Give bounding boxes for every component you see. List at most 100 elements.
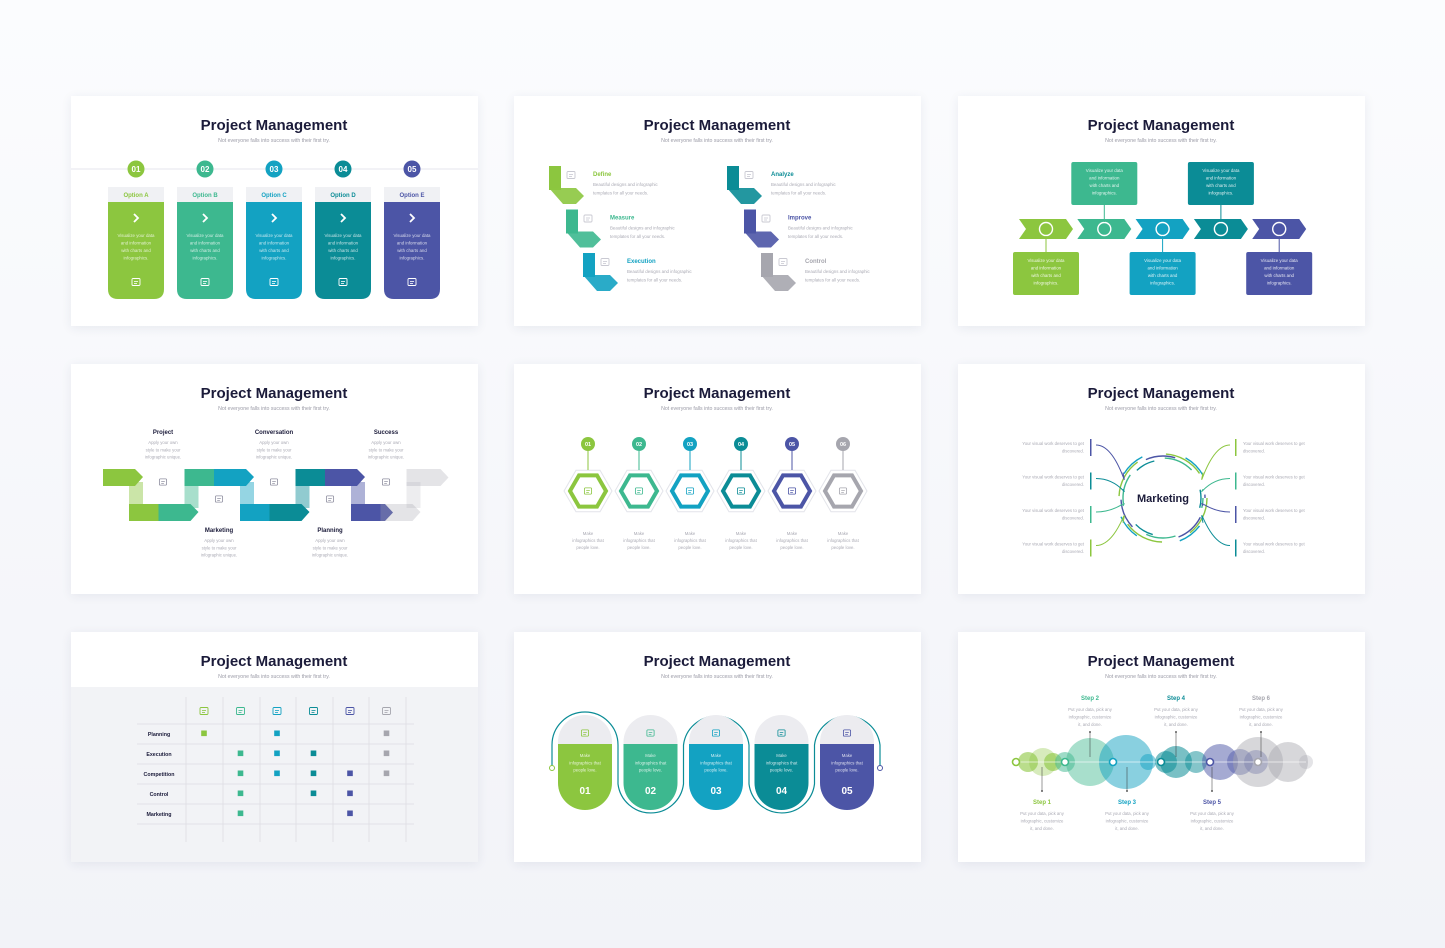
description-line: with charts and [1206,183,1236,188]
connector [1201,444,1231,480]
description-line: Beautiful designs and infographic [788,226,853,231]
description-line: with charts and [259,248,289,253]
matrix-mark [310,750,317,757]
description-line: Visualize your data [1261,258,1299,263]
document-icon [787,487,797,495]
step-label: Execution [627,259,656,265]
description-line: Make [787,531,798,536]
description-line: infographic, customize [1106,819,1149,824]
description-line: Apply your own [371,440,401,445]
description-line: Put your data, pick any [1239,707,1284,712]
snake-arrow-segment [325,469,393,521]
chevron-right-icon [340,213,347,223]
stage-title: Project [153,430,173,436]
clipboard-icon [761,214,771,223]
description-line: infographics. [124,256,149,261]
matrix-mark [383,750,390,757]
step-bar [549,166,561,190]
info-box [1129,252,1196,295]
step-number: 03 [687,442,693,448]
description-line: and information [259,241,290,246]
slide-title: Project Management [201,653,348,670]
step-number: 03 [710,786,722,797]
description-line: it, and done. [1249,722,1273,727]
description-line: with charts and [1148,273,1178,278]
description-line: infographics that [569,760,601,765]
step-number-badge [265,160,283,178]
description-line: people love. [835,768,858,773]
description-line: Make [580,753,591,758]
step-number: 01 [579,786,591,797]
description-line: Visualize your data [255,233,293,238]
mindmap-node-left: Your visual work deserves to getdiscover… [1022,503,1125,523]
step-bar [744,209,756,234]
description-line: discovered. [1062,482,1084,487]
connector [1095,515,1125,546]
clipboard-icon [338,278,348,286]
hexagon-ring [567,473,609,509]
description-line: Put your data, pick any [1190,811,1235,816]
info-box [1187,162,1254,205]
step-number: 05 [789,442,795,448]
step-label: Control [805,259,827,265]
description-line: Put your data, pick any [1105,811,1150,816]
description-line: people love. [573,768,596,773]
description-line: Make [842,753,853,758]
slide-subtitle: Not everyone falls into success with the… [661,138,773,144]
coins-icon [842,729,852,737]
description-line: with charts and [1031,273,1061,278]
slide-subtitle: Not everyone falls into success with the… [218,138,330,144]
description-line: infographics. [1034,281,1059,286]
step-number: 04 [738,442,745,448]
coins-icon [407,278,417,286]
description-line: infographics that [635,760,667,765]
slide-title: Project Management [201,385,348,402]
description-line: Make [736,531,747,536]
description-line: Beautiful designs and infographic [627,269,692,274]
description-line: and information [1206,176,1237,181]
description-line: discovered. [1062,549,1084,554]
pin-marker [581,437,595,451]
timeline-node [1156,757,1166,767]
description-line: Apply your own [315,538,345,543]
slide-title: Project Management [1088,117,1235,134]
chevron-right-icon [202,213,209,223]
description-line: it, and done. [1164,722,1188,727]
description-line: Make [776,753,787,758]
matrix-mark [237,790,244,797]
stage-title: Planning [317,528,343,534]
description-line: with charts and [121,248,151,253]
chevron-right-icon [409,213,416,223]
description-line: with charts and [190,248,220,253]
description-line: Your visual work deserves to get [1022,542,1085,547]
description-line: infographics that [776,538,808,543]
timeline-node [1205,757,1215,767]
laptop-icon [646,729,655,737]
description-line: Beautiful designs and infographic [610,226,675,231]
connector [1095,478,1125,492]
description-line: templates for all your needs. [788,234,843,239]
description-line: it, and done. [1078,722,1102,727]
card-body [384,202,440,299]
money-chat-icon [158,478,168,486]
matrix-mark [237,810,244,817]
step-number: 02 [201,165,210,174]
